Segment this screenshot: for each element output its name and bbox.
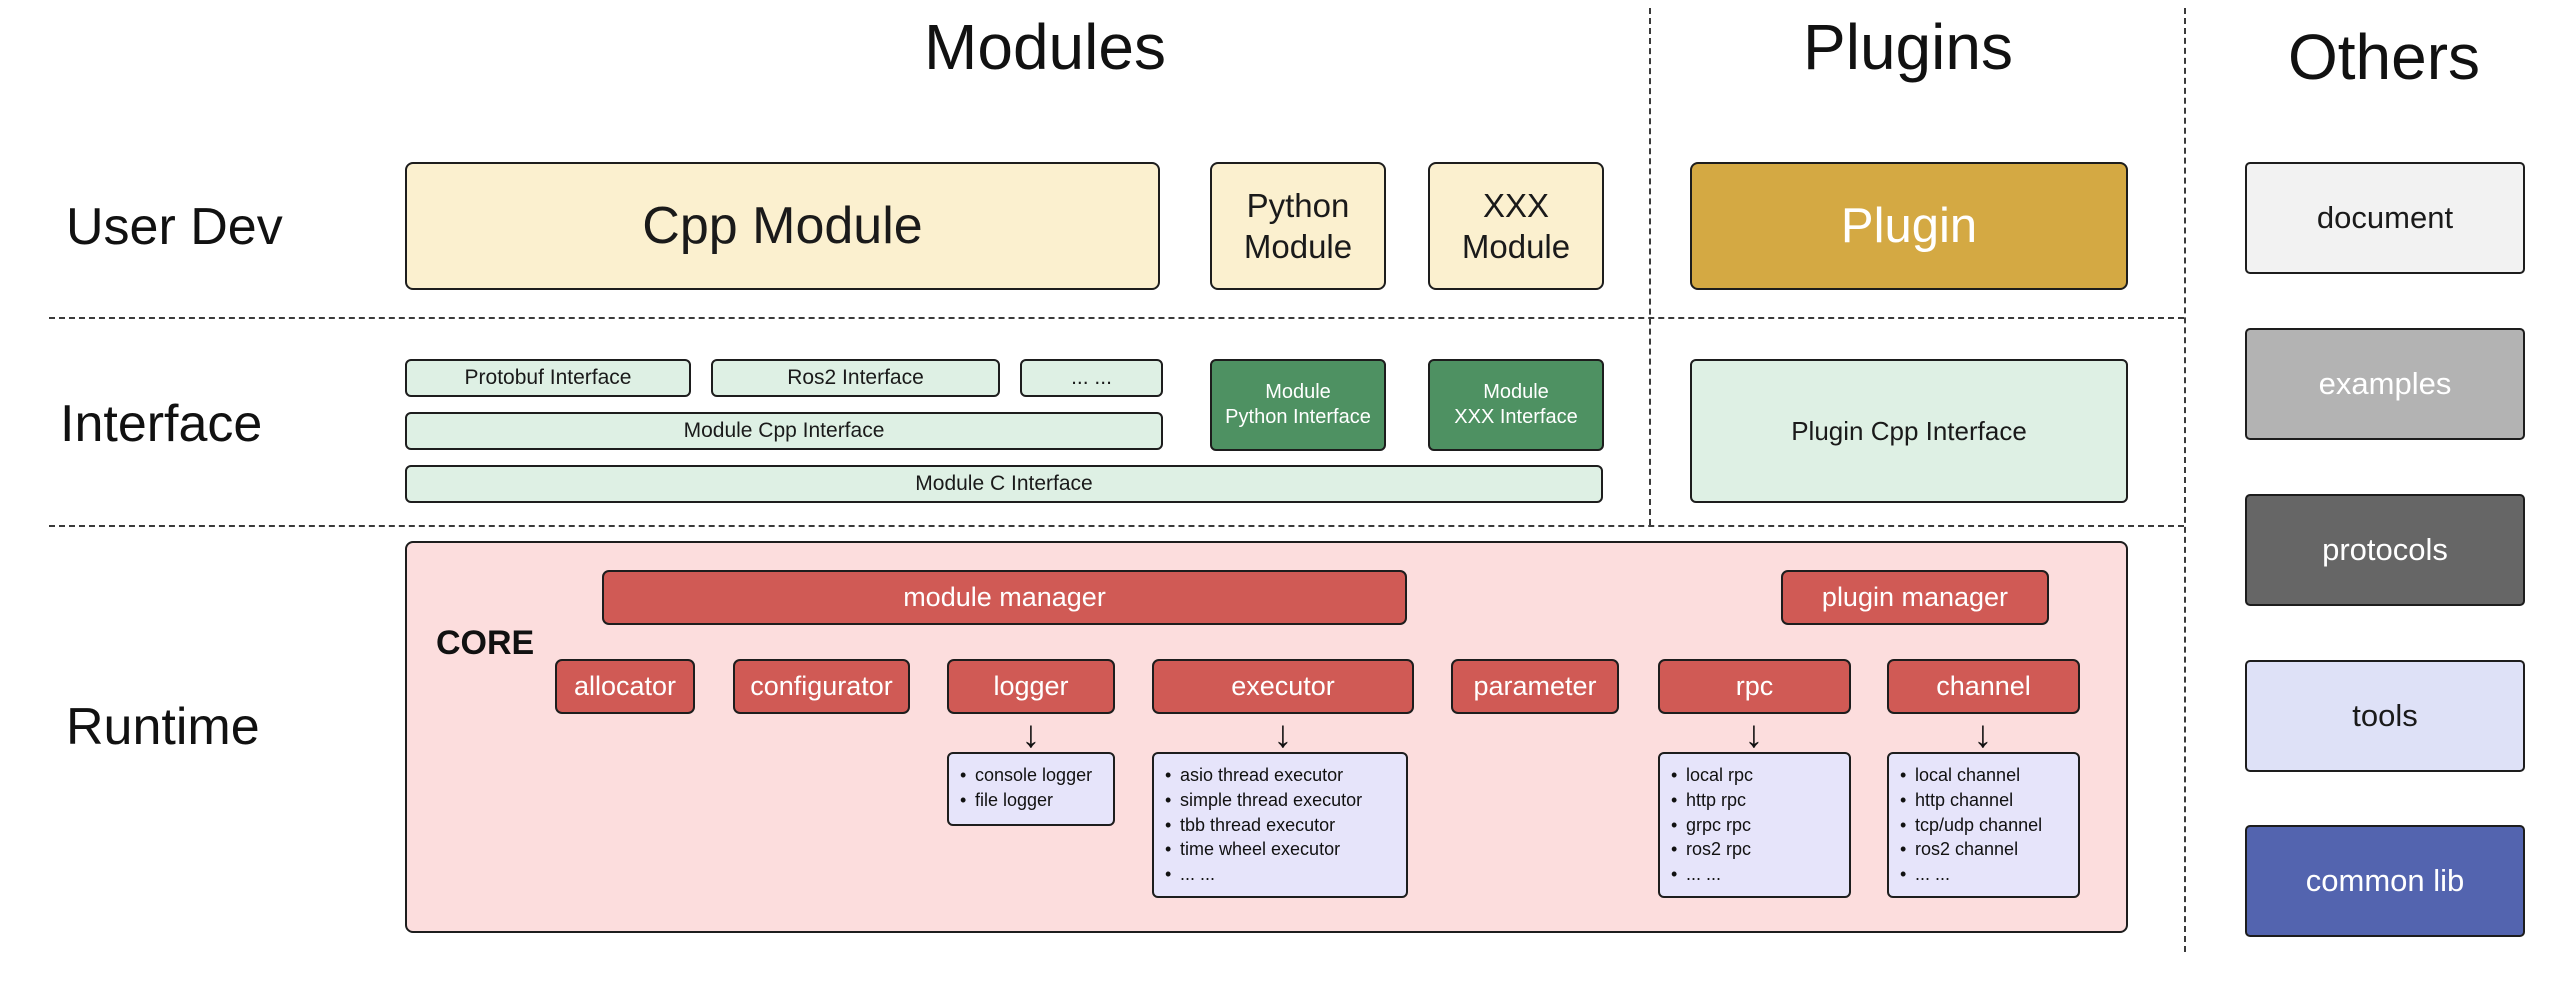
allocator-box: allocator — [555, 659, 695, 714]
list-item: ... ... — [1664, 862, 1841, 887]
rpc-box: rpc — [1658, 659, 1851, 714]
list-item: simple thread executor — [1158, 788, 1398, 813]
module-cpp-interface-box: Module Cpp Interface — [405, 412, 1163, 450]
channel-impl-list: local channel http channel tcp/udp chann… — [1887, 752, 2080, 898]
divider-userdev-interface — [49, 317, 2184, 319]
channel-box: channel — [1887, 659, 2080, 714]
list-item: local channel — [1893, 763, 2070, 788]
logger-impl-list: console logger file logger — [947, 752, 1115, 826]
list-item: http channel — [1893, 788, 2070, 813]
list-item: asio thread executor — [1158, 763, 1398, 788]
channel-down-arrow-icon: ↓ — [1973, 714, 1993, 756]
others-document-box: document — [2245, 162, 2525, 274]
list-item: grpc rpc — [1664, 813, 1841, 838]
protobuf-interface-box: Protobuf Interface — [405, 359, 691, 397]
module-python-interface-box: Module Python Interface — [1210, 359, 1386, 451]
list-item: tcp/udp channel — [1893, 813, 2070, 838]
list-item: tbb thread executor — [1158, 813, 1398, 838]
python-module-box: Python Module — [1210, 162, 1386, 290]
parameter-box: parameter — [1451, 659, 1619, 714]
xxx-module-box: XXX Module — [1428, 162, 1604, 290]
row-label-interface: Interface — [60, 395, 263, 453]
list-item: ... ... — [1893, 862, 2070, 887]
ros2-interface-box: Ros2 Interface — [711, 359, 1000, 397]
column-title-others: Others — [2287, 21, 2481, 93]
list-item: time wheel executor — [1158, 837, 1398, 862]
list-item: file logger — [953, 788, 1105, 813]
executor-impl-list: asio thread executor simple thread execu… — [1152, 752, 1408, 898]
executor-down-arrow-icon: ↓ — [1273, 714, 1293, 756]
divider-interface-runtime — [49, 525, 2184, 527]
list-item: ... ... — [1158, 862, 1398, 887]
configurator-box: configurator — [733, 659, 910, 714]
rpc-down-arrow-icon: ↓ — [1744, 714, 1764, 756]
plugin-cpp-interface-box: Plugin Cpp Interface — [1690, 359, 2128, 503]
plugin-box: Plugin — [1690, 162, 2128, 290]
more-interfaces-box: ... ... — [1020, 359, 1163, 397]
cpp-module-box: Cpp Module — [405, 162, 1160, 290]
divider-modules-plugins — [1649, 8, 1651, 525]
list-item: ros2 channel — [1893, 837, 2070, 862]
list-item: http rpc — [1664, 788, 1841, 813]
list-item: local rpc — [1664, 763, 1841, 788]
logger-down-arrow-icon: ↓ — [1021, 714, 1041, 756]
list-item: ros2 rpc — [1664, 837, 1841, 862]
column-title-plugins: Plugins — [1803, 11, 2013, 83]
divider-plugins-others — [2184, 8, 2186, 952]
list-item: console logger — [953, 763, 1105, 788]
others-tools-box: tools — [2245, 660, 2525, 772]
rpc-impl-list: local rpc http rpc grpc rpc ros2 rpc ...… — [1658, 752, 1851, 898]
plugin-manager-box: plugin manager — [1781, 570, 2049, 625]
others-protocols-box: protocols — [2245, 494, 2525, 606]
others-common-lib-box: common lib — [2245, 825, 2525, 937]
logger-box: logger — [947, 659, 1115, 714]
row-label-user-dev: User Dev — [66, 198, 283, 256]
module-manager-box: module manager — [602, 570, 1407, 625]
module-xxx-interface-box: Module XXX Interface — [1428, 359, 1604, 451]
core-label: CORE — [436, 624, 535, 662]
module-c-interface-box: Module C Interface — [405, 465, 1603, 503]
others-examples-box: examples — [2245, 328, 2525, 440]
row-label-runtime: Runtime — [66, 698, 260, 756]
executor-box: executor — [1152, 659, 1414, 714]
column-title-modules: Modules — [924, 11, 1166, 83]
